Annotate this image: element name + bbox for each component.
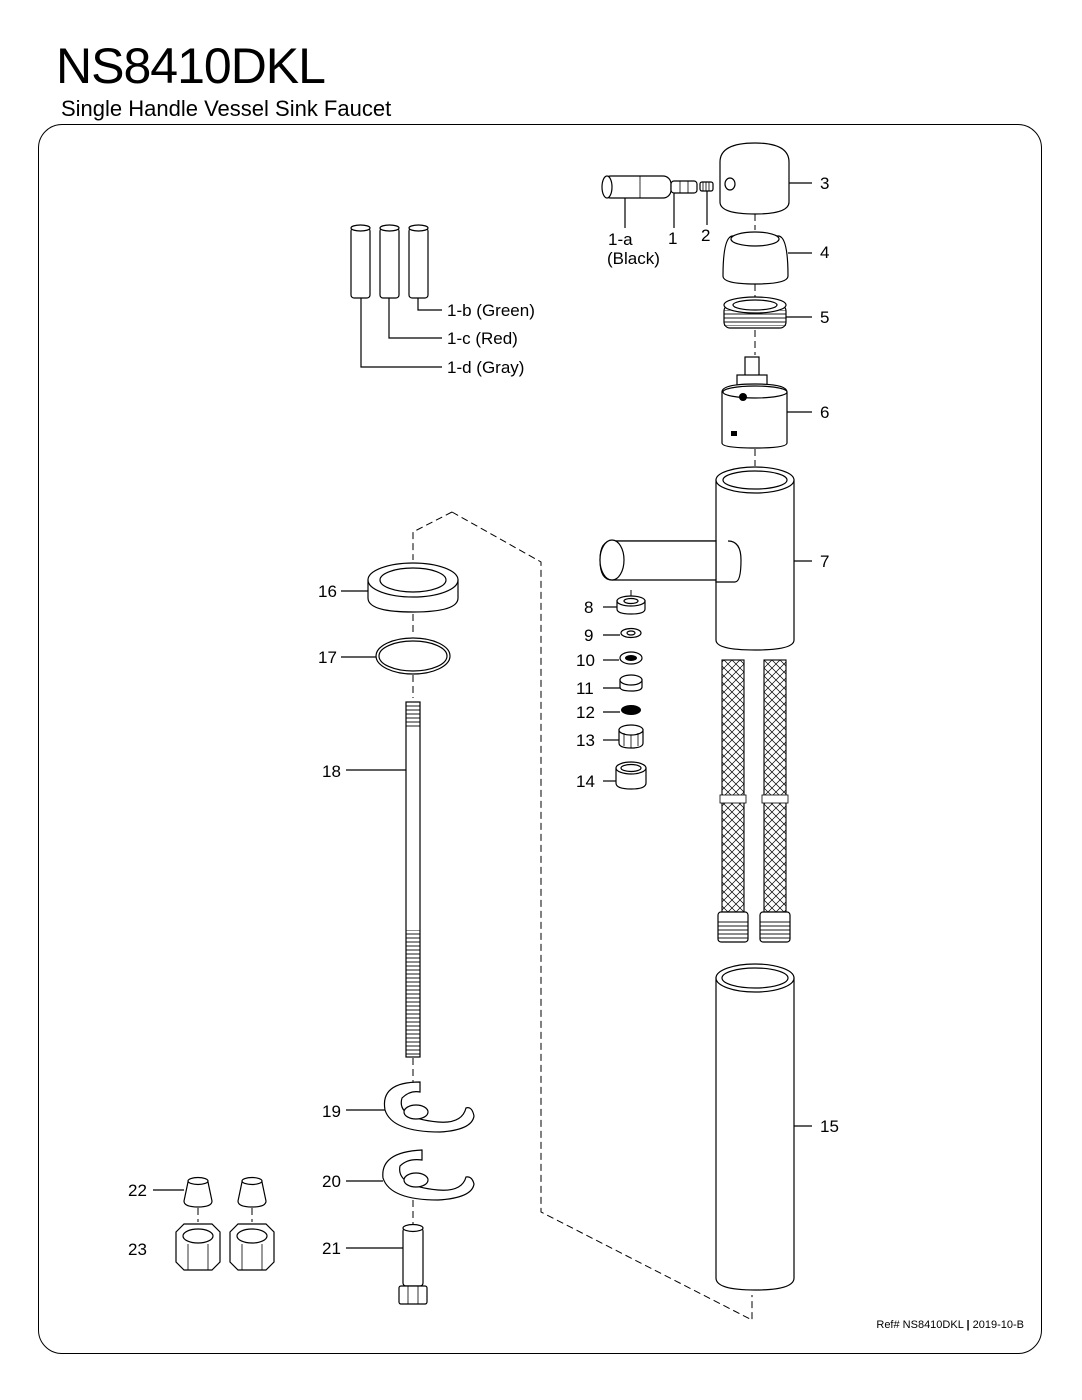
callout-1a: 1-a — [608, 230, 633, 249]
o-ring-part — [375, 637, 451, 675]
horseshoe-plate-20 — [382, 1149, 475, 1201]
compression-sleeves-part — [183, 1176, 267, 1208]
handle-lever-part — [601, 175, 698, 199]
washer-9 — [620, 627, 642, 639]
dome-cover-part — [722, 231, 789, 285]
callout-4: 4 — [820, 243, 829, 262]
callout-16: 16 — [318, 582, 337, 601]
callout-15: 15 — [820, 1117, 839, 1136]
aerator-housing-14 — [615, 761, 647, 790]
horseshoe-washer-19 — [383, 1081, 475, 1133]
callout-18: 18 — [322, 762, 341, 781]
callout-22: 22 — [128, 1181, 147, 1200]
callout-8: 8 — [584, 598, 593, 617]
extension-tube-part — [715, 963, 795, 1291]
insert-11 — [619, 674, 643, 692]
callout-7: 7 — [820, 552, 829, 571]
base-ring-part — [367, 562, 459, 613]
threaded-rod-part — [405, 701, 421, 1058]
callout-2: 2 — [701, 226, 710, 245]
callout-20: 20 — [322, 1172, 341, 1191]
callout-6: 6 — [820, 403, 829, 422]
disk-12 — [621, 705, 641, 715]
set-screw-part — [699, 181, 714, 192]
ref-separator: | — [966, 1319, 970, 1331]
callout-1d: 1-d (Gray) — [447, 358, 524, 377]
supply-hoses-part — [717, 659, 791, 943]
handle-cap-part — [719, 142, 790, 215]
callout-12: 12 — [576, 703, 595, 722]
reference-footer: Ref# NS8410DKL | 2019-10-B — [876, 1319, 1024, 1331]
cartridge-part — [721, 356, 788, 449]
callout-5: 5 — [820, 308, 829, 327]
screen-10 — [619, 651, 643, 665]
product-description: Single Handle Vessel Sink Faucet — [61, 96, 392, 121]
bonnet-nut-part — [723, 296, 787, 329]
callout-21: 21 — [322, 1239, 341, 1258]
color-inserts-part — [350, 224, 429, 299]
cage-13 — [618, 724, 644, 749]
ref-model: Ref# NS8410DKL — [876, 1319, 964, 1331]
callout-1b: 1-b (Green) — [447, 301, 535, 320]
callout-13: 13 — [576, 731, 595, 750]
callout-11: 11 — [576, 679, 594, 698]
compression-nuts-part — [175, 1223, 275, 1271]
callout-9: 9 — [584, 626, 593, 645]
callout-19: 19 — [322, 1102, 341, 1121]
mounting-nut-part — [398, 1223, 428, 1305]
assembly-dash-line — [412, 511, 753, 1321]
model-number: NS8410DKL — [56, 38, 326, 94]
aerator-ring-8 — [616, 595, 646, 615]
callout-14: 14 — [576, 772, 595, 791]
callout-1: 1 — [668, 229, 677, 248]
callout-17: 17 — [318, 648, 337, 667]
callout-1c: 1-c (Red) — [447, 329, 518, 348]
callout-3: 3 — [820, 174, 829, 193]
faucet-body-part — [599, 466, 795, 651]
callout-1a-color: (Black) — [607, 249, 660, 268]
ref-date: 2019-10-B — [972, 1319, 1024, 1331]
diagram-frame — [38, 124, 1042, 1354]
callout-10: 10 — [576, 651, 595, 670]
callout-23: 23 — [128, 1240, 147, 1259]
